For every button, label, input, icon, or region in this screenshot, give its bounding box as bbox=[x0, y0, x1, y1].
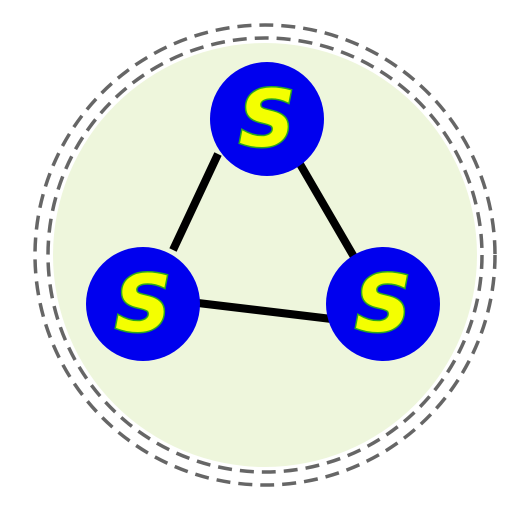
bond-top-left bbox=[169, 152, 222, 252]
bond-left-right bbox=[197, 299, 341, 324]
atom-top: S bbox=[210, 62, 324, 176]
atom-right-circle bbox=[326, 247, 440, 361]
atom-right-label: S bbox=[355, 260, 411, 350]
atom-left-label: S bbox=[115, 260, 171, 350]
background-disc bbox=[53, 43, 477, 467]
atom-top-label: S bbox=[239, 75, 295, 165]
outer-dashed-ring bbox=[33, 23, 497, 487]
inner-dashed-ring bbox=[46, 36, 484, 474]
atom-left-circle bbox=[86, 247, 200, 361]
atom-right: S bbox=[326, 247, 440, 361]
atom-left: S bbox=[86, 247, 200, 361]
bond-top-right bbox=[296, 161, 361, 265]
atom-top-circle bbox=[210, 62, 324, 176]
